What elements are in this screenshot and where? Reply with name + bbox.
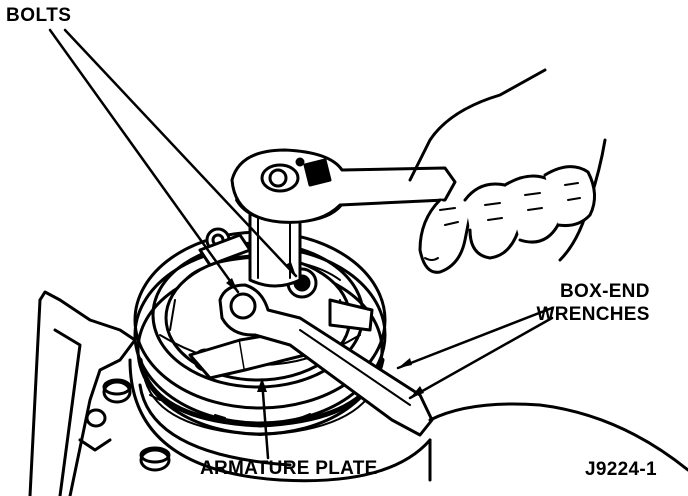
leader-arrowheads	[226, 262, 424, 398]
compressor-body	[128, 358, 432, 483]
figure-id: J9224-1	[585, 459, 657, 480]
leader-boxend-2	[408, 316, 554, 400]
leader-boxend-1	[396, 306, 554, 370]
bolts-label: BOLTS	[6, 5, 72, 26]
armature-plate-label: ARMATURE PLATE	[200, 458, 378, 479]
leader-armature	[260, 378, 270, 460]
box-end-label-line1: BOX-END	[560, 281, 650, 302]
engine-bracket	[28, 290, 171, 496]
leader-lines	[48, 28, 554, 460]
hand	[408, 68, 607, 274]
component-lower-right	[428, 402, 688, 472]
box-end-wrenches-label: BOX-END WRENCHES	[536, 281, 650, 324]
box-end-label-line2: WRENCHES	[536, 304, 650, 325]
leader-bolts-2	[63, 28, 298, 278]
leader-bolts-1	[48, 28, 240, 294]
